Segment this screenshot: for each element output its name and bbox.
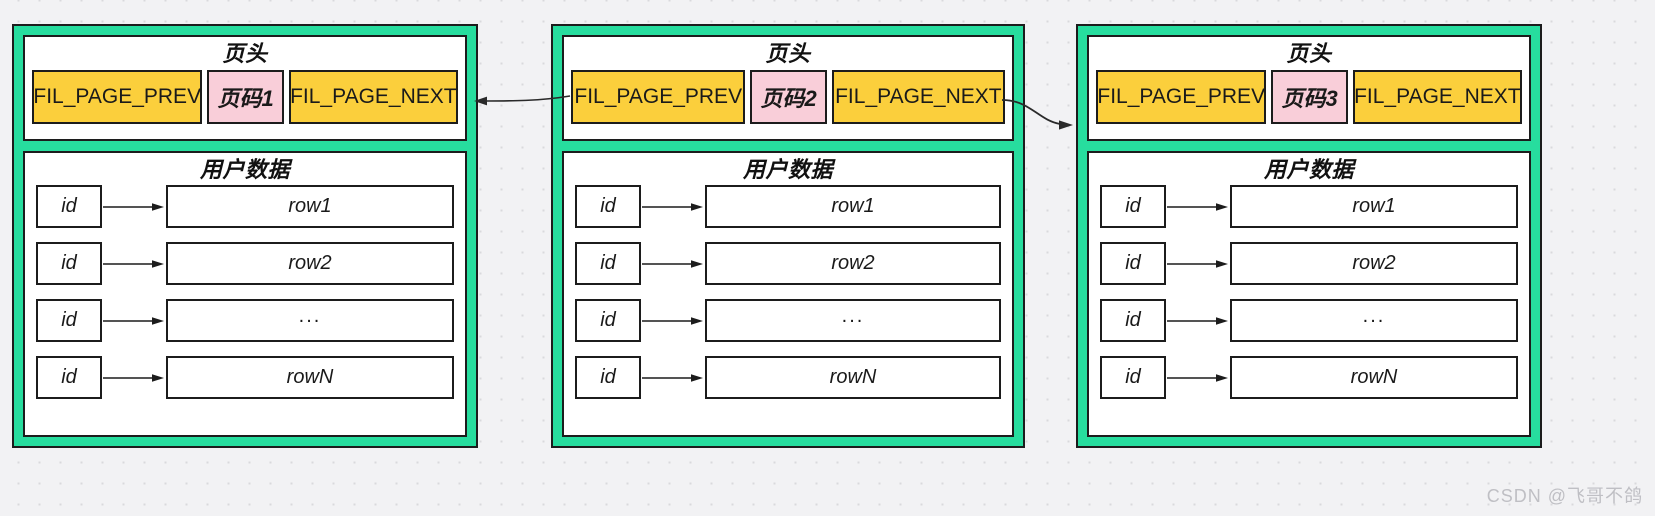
- data-row-list-3: id row1 id: [1100, 185, 1518, 399]
- row-value-box: row2: [705, 242, 1001, 285]
- row-id-box: id: [575, 356, 641, 399]
- row-value-box: row1: [166, 185, 454, 228]
- data-row-list-2: id row1 id: [575, 185, 1001, 399]
- row-value-box: ...: [166, 299, 454, 342]
- table-row[interactable]: id rowN: [1100, 356, 1518, 399]
- table-row[interactable]: id rowN: [36, 356, 454, 399]
- row-pointer-arrow-icon: [1166, 371, 1230, 385]
- table-row[interactable]: id row2: [36, 242, 454, 285]
- page-header-fields-3: FIL_PAGE_PREV 页码3 FIL_PAGE_NEXT: [1096, 70, 1522, 124]
- data-row-list-1: id row1 id: [36, 185, 454, 399]
- watermark-text: CSDN @飞哥不鸽: [1486, 486, 1643, 506]
- row-pointer-arrow-icon: [102, 257, 166, 271]
- row-pointer-arrow-icon: [1166, 200, 1230, 214]
- page-number-field-2[interactable]: 页码2: [750, 70, 827, 124]
- page-header-title-2: 页头: [765, 41, 811, 66]
- row-value-box: ...: [1230, 299, 1518, 342]
- fil-page-prev-field-1[interactable]: FIL_PAGE_PREV: [32, 70, 203, 124]
- row-id-box: id: [575, 242, 641, 285]
- row-id-box: id: [1100, 185, 1166, 228]
- row-value-box: rowN: [1230, 356, 1518, 399]
- row-id-box: id: [575, 299, 641, 342]
- row-id-box: id: [1100, 242, 1166, 285]
- table-row[interactable]: id row2: [1100, 242, 1518, 285]
- table-row[interactable]: id row1: [575, 185, 1001, 228]
- row-id-box: id: [36, 356, 102, 399]
- user-data-section-3: 用户数据 id row1 id: [1087, 151, 1531, 437]
- table-row[interactable]: id row1: [36, 185, 454, 228]
- row-pointer-arrow-icon: [641, 257, 705, 271]
- page-panel-2[interactable]: 页头 FIL_PAGE_PREV 页码2 FIL_PAGE_NEXT 用户数据 …: [551, 24, 1025, 448]
- row-id-box: id: [36, 185, 102, 228]
- page-header-title-3: 页头: [1286, 41, 1332, 66]
- row-value-box: row2: [1230, 242, 1518, 285]
- fil-page-next-field-3[interactable]: FIL_PAGE_NEXT: [1352, 70, 1522, 124]
- row-pointer-arrow-icon: [102, 314, 166, 328]
- user-data-section-1: 用户数据 id row1 id: [23, 151, 467, 437]
- fil-page-next-field-2[interactable]: FIL_PAGE_NEXT: [831, 70, 1006, 124]
- page-header-section-3: 页头 FIL_PAGE_PREV 页码3 FIL_PAGE_NEXT: [1087, 35, 1531, 141]
- page-header-section-2: 页头 FIL_PAGE_PREV 页码2 FIL_PAGE_NEXT: [562, 35, 1014, 141]
- table-row[interactable]: id row2: [575, 242, 1001, 285]
- table-row[interactable]: id ...: [1100, 299, 1518, 342]
- table-row[interactable]: id ...: [36, 299, 454, 342]
- page-header-fields-2: FIL_PAGE_PREV 页码2 FIL_PAGE_NEXT: [571, 70, 1006, 124]
- page-header-section-1: 页头 FIL_PAGE_PREV 页码1 FIL_PAGE_NEXT: [23, 35, 467, 141]
- table-row[interactable]: id ...: [575, 299, 1001, 342]
- table-row[interactable]: id row1: [1100, 185, 1518, 228]
- user-data-section-2: 用户数据 id row1 id: [562, 151, 1014, 437]
- page-header-title-1: 页头: [222, 41, 268, 66]
- row-value-box: row1: [705, 185, 1001, 228]
- row-value-box: row1: [1230, 185, 1518, 228]
- user-data-title-1: 用户数据: [199, 157, 290, 182]
- fil-page-next-field-1[interactable]: FIL_PAGE_NEXT: [288, 70, 458, 124]
- row-pointer-arrow-icon: [641, 371, 705, 385]
- fil-page-prev-field-2[interactable]: FIL_PAGE_PREV: [571, 70, 746, 124]
- row-pointer-arrow-icon: [102, 371, 166, 385]
- page-header-fields-1: FIL_PAGE_PREV 页码1 FIL_PAGE_NEXT: [32, 70, 458, 124]
- page-panel-1[interactable]: 页头 FIL_PAGE_PREV 页码1 FIL_PAGE_NEXT 用户数据 …: [12, 24, 478, 448]
- fil-page-prev-field-3[interactable]: FIL_PAGE_PREV: [1096, 70, 1267, 124]
- page-number-field-1[interactable]: 页码1: [207, 70, 284, 124]
- row-value-box: rowN: [166, 356, 454, 399]
- row-id-box: id: [1100, 299, 1166, 342]
- user-data-title-2: 用户数据: [742, 157, 833, 182]
- row-id-box: id: [575, 185, 641, 228]
- row-id-box: id: [36, 299, 102, 342]
- row-value-box: ...: [705, 299, 1001, 342]
- row-value-box: rowN: [705, 356, 1001, 399]
- row-pointer-arrow-icon: [1166, 314, 1230, 328]
- row-id-box: id: [36, 242, 102, 285]
- row-pointer-arrow-icon: [641, 200, 705, 214]
- row-pointer-arrow-icon: [1166, 257, 1230, 271]
- page-number-field-3[interactable]: 页码3: [1271, 70, 1348, 124]
- row-pointer-arrow-icon: [641, 314, 705, 328]
- user-data-title-3: 用户数据: [1263, 157, 1354, 182]
- row-id-box: id: [1100, 356, 1166, 399]
- page-panel-3[interactable]: 页头 FIL_PAGE_PREV 页码3 FIL_PAGE_NEXT 用户数据 …: [1076, 24, 1542, 448]
- row-value-box: row2: [166, 242, 454, 285]
- row-pointer-arrow-icon: [102, 200, 166, 214]
- table-row[interactable]: id rowN: [575, 356, 1001, 399]
